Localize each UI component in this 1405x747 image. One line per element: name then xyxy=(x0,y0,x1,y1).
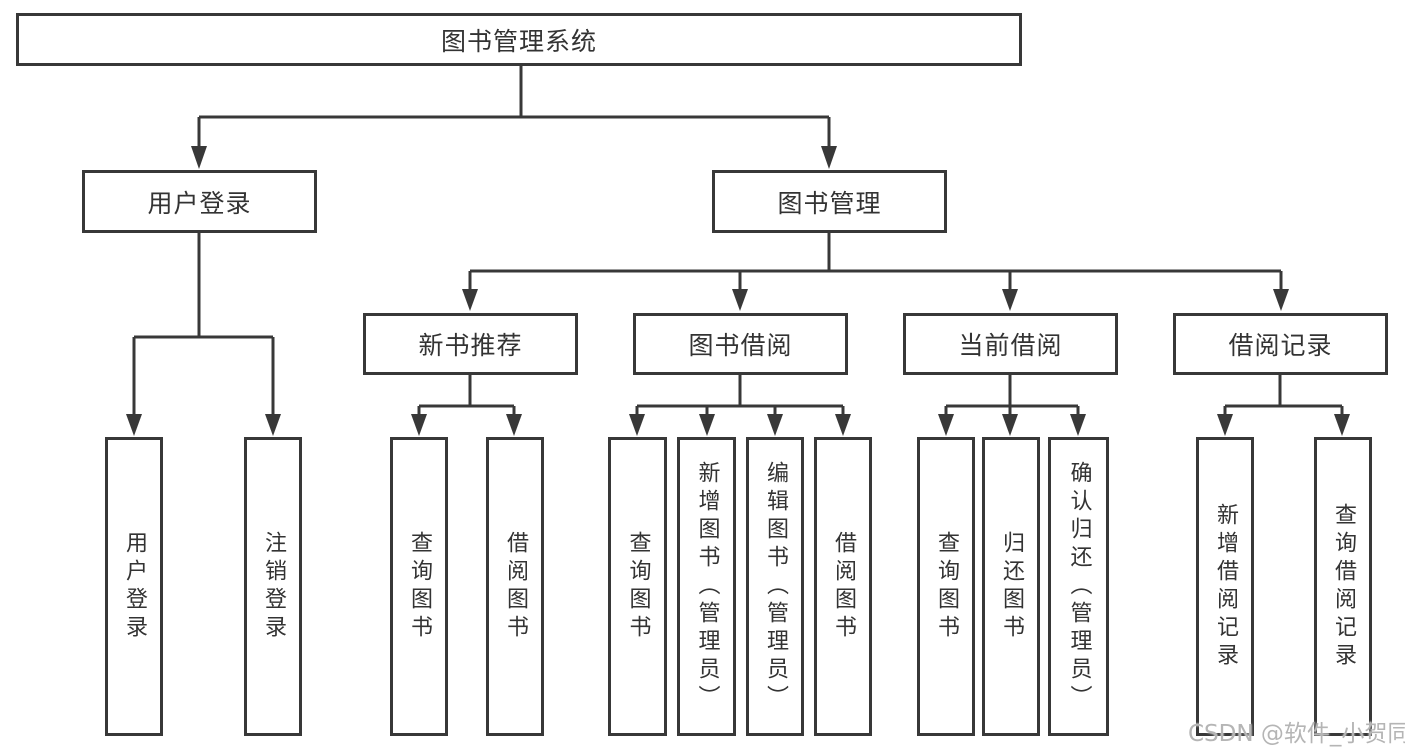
leaf-label: 确认归还（管理员） xyxy=(1066,460,1092,713)
connector-user-login-to-leaves xyxy=(132,233,275,417)
root-box-library-management-system: 图书管理系统 xyxy=(16,13,1022,66)
connector-root-to-level2 xyxy=(197,65,831,150)
leaf-label: 查询图书 xyxy=(625,530,651,643)
leaf-logout: 注销登录 xyxy=(244,437,302,736)
leaf-query-books: 查询图书 xyxy=(917,437,975,736)
node-current-borrowing: 当前借阅 xyxy=(903,313,1118,375)
connector-book-borrowing-to-leaves xyxy=(635,375,845,417)
arrow-down-icon xyxy=(1217,414,1233,436)
connector-book-management-to-level3 xyxy=(468,233,1283,293)
node-book-borrowing: 图书借阅 xyxy=(633,313,848,375)
leaf-label: 查询图书 xyxy=(407,530,432,643)
connector-new-book-to-leaves xyxy=(417,375,516,417)
watermark: CSDN @软件_小贺同学 xyxy=(1188,721,1405,747)
leaf-label: 用户登录 xyxy=(122,530,147,643)
arrow-down-icon xyxy=(191,146,207,169)
leaf-borrow-books: 借阅图书 xyxy=(814,437,872,736)
arrow-down-icon xyxy=(699,414,715,436)
leaf-add-borrow-record: 新增借阅记录 xyxy=(1196,437,1254,736)
leaf-label: 查询借阅记录 xyxy=(1331,502,1356,671)
leaf-query-books: 查询图书 xyxy=(608,437,667,736)
leaf-label: 编辑图书（管理员） xyxy=(763,460,788,713)
leaf-borrow-books: 借阅图书 xyxy=(486,437,544,736)
arrow-down-icon xyxy=(506,414,522,436)
node-label: 借阅记录 xyxy=(1228,331,1333,360)
node-book-management: 图书管理 xyxy=(712,170,947,233)
arrow-down-icon xyxy=(767,414,783,436)
leaf-edit-book-admin: 编辑图书（管理员） xyxy=(746,437,804,736)
arrowheads xyxy=(126,146,1350,436)
leaf-label: 借阅图书 xyxy=(503,530,528,643)
node-label: 当前借阅 xyxy=(958,331,1063,360)
node-borrowing-records: 借阅记录 xyxy=(1173,313,1388,375)
arrow-down-icon xyxy=(462,289,478,311)
leaf-query-books: 查询图书 xyxy=(390,437,448,736)
leaf-return-book: 归还图书 xyxy=(982,437,1040,736)
node-user-login: 用户登录 xyxy=(82,170,317,233)
connector-lines xyxy=(132,65,1344,417)
leaf-label: 归还图书 xyxy=(999,530,1024,643)
leaf-label: 新增图书（管理员） xyxy=(694,460,720,713)
arrow-down-icon xyxy=(629,414,645,436)
leaf-user-login: 用户登录 xyxy=(105,437,163,736)
arrow-down-icon xyxy=(1070,414,1086,436)
leaf-query-borrow-record: 查询借阅记录 xyxy=(1314,437,1372,736)
arrow-down-icon xyxy=(1002,414,1018,436)
arrow-down-icon xyxy=(1273,289,1289,311)
node-label: 新书推荐 xyxy=(418,331,523,360)
leaf-add-book-admin: 新增图书（管理员） xyxy=(677,437,736,736)
arrow-down-icon xyxy=(821,146,837,169)
arrow-down-icon xyxy=(1334,414,1350,436)
leaf-label: 注销登录 xyxy=(261,530,286,643)
arrow-down-icon xyxy=(1002,289,1018,311)
arrow-down-icon xyxy=(732,289,748,311)
root-label: 图书管理系统 xyxy=(440,26,597,56)
arrow-down-icon xyxy=(126,414,142,436)
node-label: 图书管理 xyxy=(777,188,882,218)
leaf-label: 新增借阅记录 xyxy=(1213,502,1238,671)
connector-borrow-records-to-leaves xyxy=(1223,375,1344,417)
arrow-down-icon xyxy=(265,414,281,436)
arrow-down-icon xyxy=(938,414,954,436)
node-label: 用户登录 xyxy=(147,188,252,218)
arrow-down-icon xyxy=(411,414,427,436)
node-new-book-recommendation: 新书推荐 xyxy=(363,313,578,375)
node-label: 图书借阅 xyxy=(688,331,793,360)
leaf-label: 查询图书 xyxy=(934,530,959,643)
arrow-down-icon xyxy=(835,414,851,436)
leaf-label: 借阅图书 xyxy=(831,530,856,643)
connector-current-borrowing-to-leaves xyxy=(944,375,1080,417)
leaf-confirm-return-admin: 确认归还（管理员） xyxy=(1048,437,1109,736)
